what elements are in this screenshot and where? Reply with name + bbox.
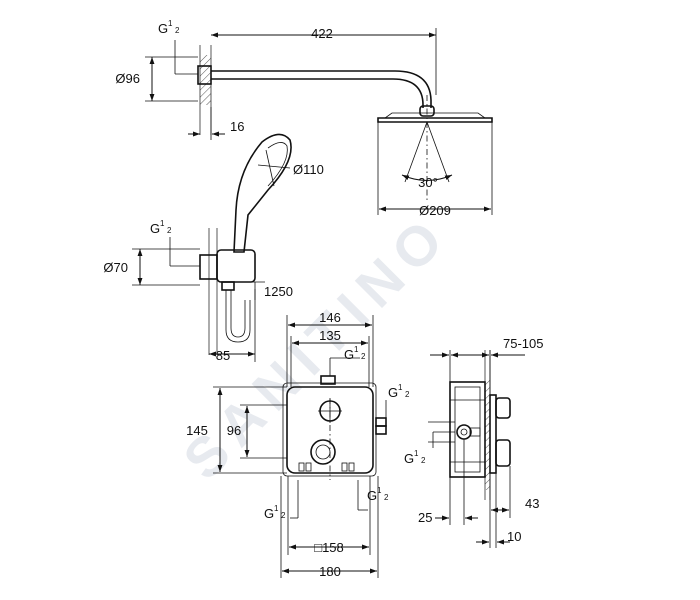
svg-text:2: 2 xyxy=(281,511,286,520)
g-bottom-left-label: G 1 2 xyxy=(264,504,286,521)
side-10-label: 10 xyxy=(507,529,521,544)
plate-width-135-label: 135 xyxy=(319,328,341,343)
svg-text:1: 1 xyxy=(274,504,279,513)
svg-text:1: 1 xyxy=(168,19,173,28)
head-angle-label: 30° xyxy=(418,175,438,190)
g-plate-top-label: G 1 2 xyxy=(344,345,366,362)
plate-width-146-label: 146 xyxy=(319,310,341,325)
svg-text:G: G xyxy=(388,385,398,400)
svg-text:1: 1 xyxy=(354,345,359,354)
g-side-label: G 1 2 xyxy=(404,449,426,466)
shower-arm-view xyxy=(145,28,493,215)
hose-length-label: 1250 xyxy=(264,284,293,299)
svg-text:2: 2 xyxy=(167,226,172,235)
svg-text:2: 2 xyxy=(384,493,389,502)
plate-front-view xyxy=(213,315,387,578)
g-bottom-right-label: G 1 2 xyxy=(367,486,389,503)
svg-text:G: G xyxy=(344,347,354,362)
handshower-diameter-label: Ø110 xyxy=(293,162,324,177)
plate-height-145-label: 145 xyxy=(186,423,208,438)
hand-shower-view xyxy=(132,133,292,362)
svg-text:2: 2 xyxy=(405,390,410,399)
svg-text:G: G xyxy=(404,451,414,466)
svg-text:G: G xyxy=(367,488,377,503)
wall-gap-label: 16 xyxy=(230,119,244,134)
svg-text:G: G xyxy=(158,21,168,36)
g-outlet-label: G 1 2 xyxy=(150,219,172,236)
svg-text:1: 1 xyxy=(160,219,165,228)
svg-text:2: 2 xyxy=(361,352,366,361)
outlet-diameter-label: Ø70 xyxy=(103,260,128,275)
box-width-label: 180 xyxy=(319,564,341,579)
svg-text:G: G xyxy=(264,506,274,521)
watermark-text: SANITINO xyxy=(171,201,461,491)
flange-diameter-label: Ø96 xyxy=(115,71,140,86)
outlet-depth-label: 85 xyxy=(216,348,230,363)
head-diameter-label: Ø209 xyxy=(419,203,451,218)
svg-text:2: 2 xyxy=(175,26,180,35)
g-plate-right-label: G 1 2 xyxy=(388,383,410,400)
install-depth-label: 75-105 xyxy=(503,336,543,351)
svg-text:1: 1 xyxy=(398,383,403,392)
side-43-label: 43 xyxy=(525,496,539,511)
box-square-label: □158 xyxy=(314,540,344,555)
g-top-label: G 1 2 xyxy=(158,19,180,36)
plate-height-96-label: 96 xyxy=(227,423,241,438)
side-25-label: 25 xyxy=(418,510,432,525)
svg-text:1: 1 xyxy=(377,486,382,495)
arm-length-label: 422 xyxy=(311,26,333,41)
svg-text:2: 2 xyxy=(421,456,426,465)
svg-text:G: G xyxy=(150,221,160,236)
svg-text:1: 1 xyxy=(414,449,419,458)
side-section-view xyxy=(428,350,525,548)
